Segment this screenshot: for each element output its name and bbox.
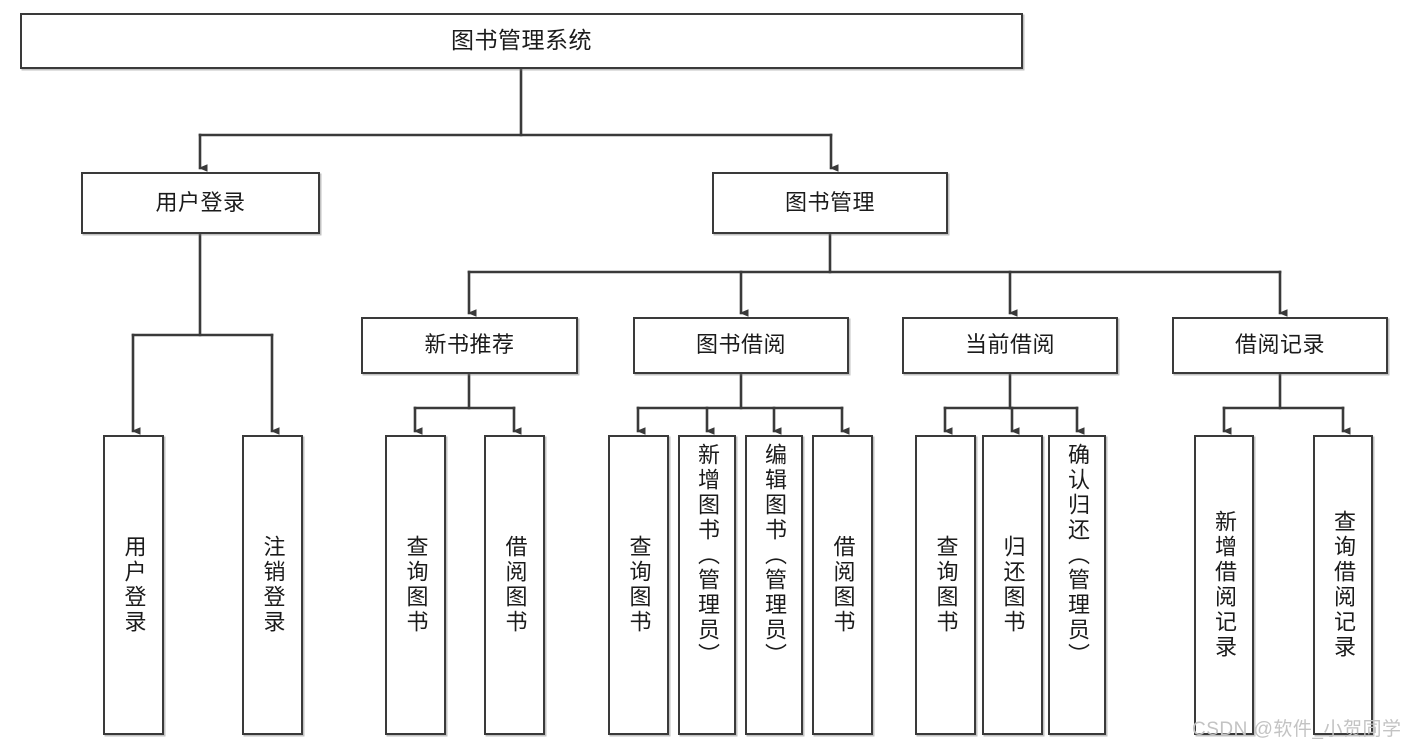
node-label: 查询图书 — [933, 535, 959, 635]
node-label: 新增借阅记录 — [1212, 510, 1237, 660]
node-label: 确认归还（管理员） — [1065, 443, 1090, 668]
node-label: 归还图书 — [1000, 535, 1026, 635]
node-label: 借阅图书 — [830, 535, 856, 635]
node-label: 新增图书（管理员） — [695, 443, 720, 668]
node-leaf-borrow-book-1[interactable]: 借阅图书 — [484, 435, 545, 735]
node-borrow-record[interactable]: 借阅记录 — [1172, 317, 1388, 374]
node-label: 图书借阅 — [695, 332, 786, 358]
node-label: 新书推荐 — [424, 332, 515, 358]
node-leaf-user-login[interactable]: 用户登录 — [103, 435, 164, 735]
node-label: 用户登录 — [121, 535, 147, 635]
node-leaf-edit-book-admin[interactable]: 编辑图书（管理员） — [745, 435, 803, 735]
node-label: 借阅记录 — [1234, 332, 1325, 358]
node-leaf-add-borrow-record[interactable]: 新增借阅记录 — [1194, 435, 1254, 735]
node-user-login[interactable]: 用户登录 — [81, 172, 320, 234]
node-label: 借阅图书 — [502, 535, 528, 635]
node-label: 用户登录 — [155, 189, 246, 215]
node-leaf-add-book-admin[interactable]: 新增图书（管理员） — [678, 435, 736, 735]
node-label: 图书管理系统 — [451, 27, 592, 54]
node-label: 查询借阅记录 — [1331, 510, 1356, 660]
node-leaf-query-book-1[interactable]: 查询图书 — [385, 435, 446, 735]
node-label: 当前借阅 — [964, 332, 1055, 358]
node-current-borrow[interactable]: 当前借阅 — [902, 317, 1118, 374]
node-book-borrow[interactable]: 图书借阅 — [633, 317, 849, 374]
node-leaf-query-book-3[interactable]: 查询图书 — [915, 435, 976, 735]
node-new-book-recommend[interactable]: 新书推荐 — [361, 317, 578, 374]
node-leaf-return-book[interactable]: 归还图书 — [982, 435, 1043, 735]
node-leaf-confirm-return-admin[interactable]: 确认归还（管理员） — [1048, 435, 1106, 735]
node-leaf-logout-login[interactable]: 注销登录 — [242, 435, 303, 735]
node-label: 查询图书 — [626, 535, 652, 635]
node-leaf-borrow-book-2[interactable]: 借阅图书 — [812, 435, 873, 735]
csdn-watermark: CSDN @软件_小贺同学 — [1192, 719, 1402, 740]
node-leaf-query-borrow-record[interactable]: 查询借阅记录 — [1313, 435, 1373, 735]
node-book-manage[interactable]: 图书管理 — [712, 172, 948, 234]
node-label: 注销登录 — [260, 535, 286, 635]
node-root-system[interactable]: 图书管理系统 — [20, 13, 1023, 69]
node-leaf-query-book-2[interactable]: 查询图书 — [608, 435, 669, 735]
node-label: 查询图书 — [403, 535, 429, 635]
node-label: 编辑图书（管理员） — [762, 443, 787, 668]
node-label: 图书管理 — [784, 189, 875, 215]
